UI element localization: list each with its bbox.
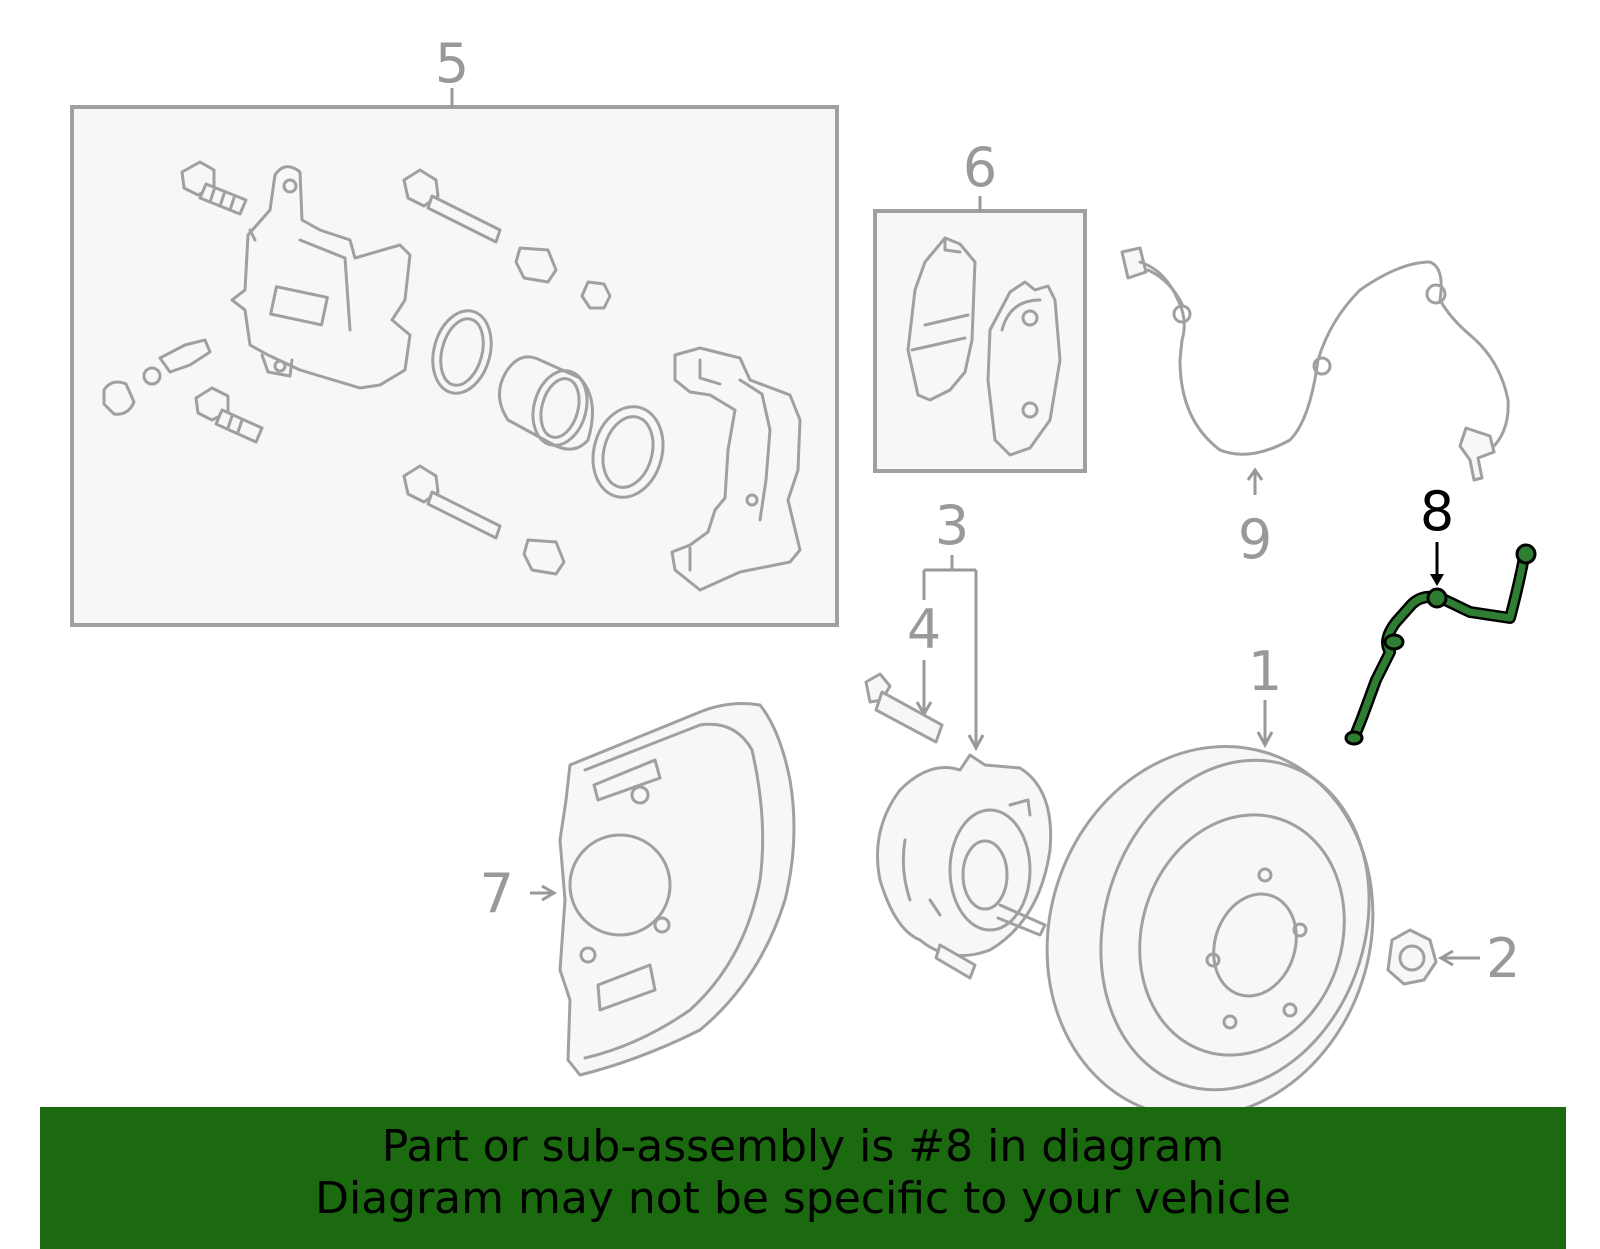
callout-3-4-leaders: 3 4 [907, 494, 985, 752]
info-banner: Part or sub-assembly is #8 in diagram Di… [40, 1107, 1566, 1249]
bleeder-screw [102, 338, 212, 416]
piston [498, 355, 594, 451]
callout-1: 1 [1248, 640, 1282, 703]
callout-6: 6 [963, 136, 997, 199]
callout-7: 7 [480, 862, 514, 925]
callout-2: 2 [1486, 927, 1520, 990]
brake-pads-box: 6 [873, 136, 1087, 473]
guide-pin-top [402, 168, 612, 310]
piston-seal [431, 309, 493, 395]
caliper-body [230, 165, 412, 390]
caliper-bracket [670, 346, 802, 592]
abs-sensor-harness: 9 [1120, 246, 1510, 571]
banner-line-1: Part or sub-assembly is #8 in diagram [381, 1121, 1225, 1172]
callout-5: 5 [435, 32, 469, 95]
brake-pad-outer [986, 280, 1062, 457]
lug-nut: 2 [1386, 927, 1520, 990]
callout-8: 8 [1420, 480, 1454, 543]
hub-bearing-assembly [876, 753, 1053, 980]
dust-boot [591, 405, 665, 499]
wheel-stud [864, 672, 944, 744]
callout-4: 4 [907, 598, 941, 661]
callout-9: 9 [1238, 508, 1272, 571]
brake-pad-inner [906, 236, 977, 402]
banner-line-2: Diagram may not be specific to your vehi… [315, 1173, 1291, 1224]
brake-hose-highlighted: 8 [1344, 480, 1537, 746]
dust-shield: 7 [480, 702, 796, 1077]
guide-pin-bottom [402, 464, 566, 576]
caliper-bolt-bottom [194, 386, 264, 444]
caliper-assembly-box: 5 [70, 32, 839, 627]
caliper-bolt-top [180, 160, 248, 216]
callout-3: 3 [935, 494, 969, 557]
